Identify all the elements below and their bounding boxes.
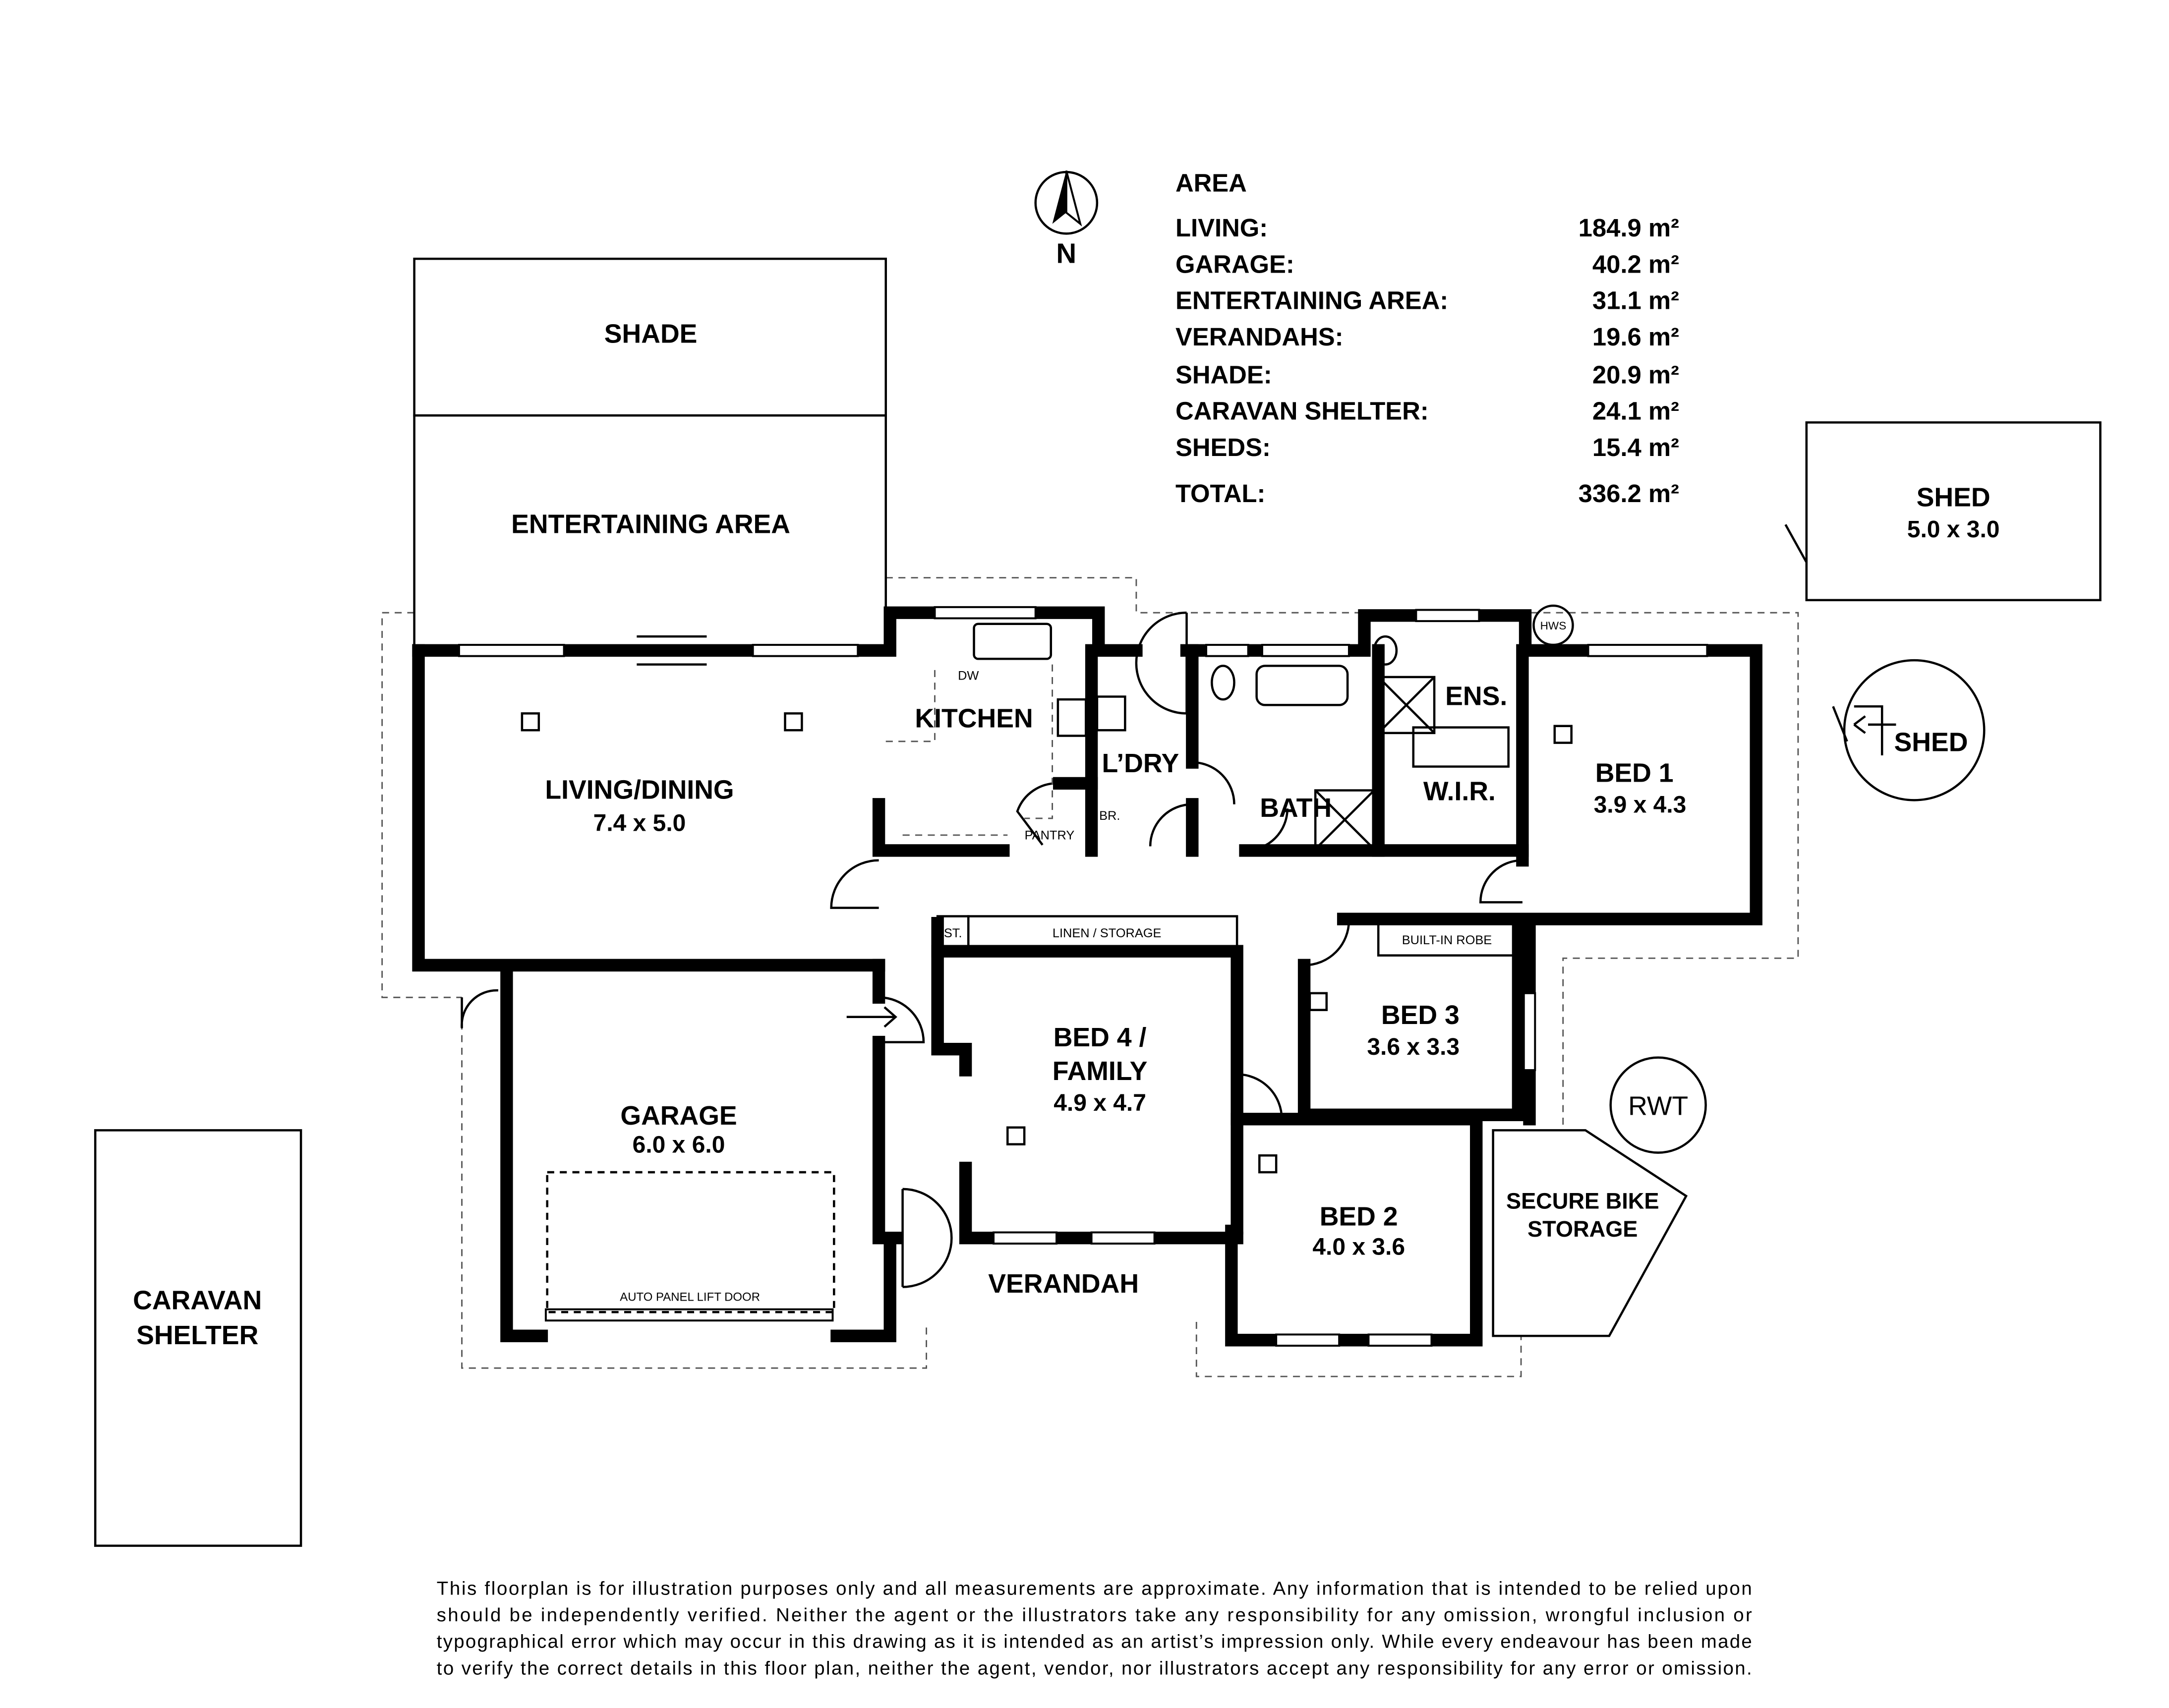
- linen-label: LINEN / STORAGE: [1053, 926, 1162, 940]
- ensuite-label: ENS.: [1445, 681, 1507, 711]
- area-value: 40.2 m²: [1592, 250, 1679, 278]
- laundry-label: L’DRY: [1102, 748, 1179, 778]
- caravan-label-1: CARAVAN: [133, 1286, 262, 1315]
- bathtub-icon: [1255, 665, 1349, 706]
- bed1-label: BED 1: [1595, 758, 1674, 788]
- area-value: 184.9 m²: [1579, 214, 1679, 242]
- round-shed-label: SHED: [1894, 728, 1968, 757]
- area-label: CARAVAN SHELTER:: [1175, 397, 1429, 425]
- bed2-label: BED 2: [1320, 1201, 1398, 1231]
- eaves-outline: [381, 577, 1799, 1377]
- bike-label-2: STORAGE: [1527, 1216, 1638, 1242]
- bed4-size: 4.9 x 4.7: [1054, 1090, 1146, 1116]
- fixtures: [546, 623, 1510, 1313]
- ceiling-light-icon: [1258, 1154, 1278, 1174]
- family-label: FAMILY: [1053, 1056, 1148, 1086]
- shed-building: [1805, 421, 2102, 602]
- robe-label: BUILT-IN ROBE: [1402, 933, 1492, 947]
- bed4-label: BED 4 /: [1054, 1023, 1147, 1052]
- area-value: 15.4 m²: [1592, 433, 1679, 461]
- kitchen-label: KITCHEN: [915, 704, 1033, 734]
- ceiling-light-icon: [784, 712, 803, 732]
- rainwater-tank: [1609, 1056, 1707, 1154]
- ceiling-lights: [521, 712, 1573, 1174]
- room-labels: LIVING/DINING 7.4 x 5.0 KITCHEN DW L’DRY…: [133, 483, 1999, 1351]
- area-value: 31.1 m²: [1592, 286, 1679, 315]
- verandah-label: VERANDAH: [988, 1269, 1139, 1299]
- bed2-size: 4.0 x 3.6: [1312, 1234, 1405, 1260]
- area-total-label: TOTAL:: [1175, 479, 1266, 508]
- disclaimer-line: This floorplan is for illustration purpo…: [437, 1578, 1752, 1599]
- shade-label: SHADE: [604, 319, 698, 348]
- bath-label: BATH: [1260, 793, 1332, 823]
- toilet-icon: [1211, 665, 1235, 701]
- north-compass-icon: N: [1034, 170, 1099, 269]
- wir-bench: [1412, 726, 1510, 768]
- disclaimer-line: should be independently verified. Neithe…: [437, 1604, 1752, 1626]
- ceiling-light-icon: [1553, 725, 1573, 744]
- store-label: ST.: [944, 926, 962, 940]
- round-shed: [1843, 659, 1986, 801]
- sink-icon: [973, 623, 1053, 660]
- disclaimer-line: typographical error which may occur in t…: [437, 1631, 1752, 1652]
- laundry-tub-icon: [1096, 695, 1126, 732]
- entertaining-label: ENTERTAINING AREA: [511, 509, 790, 539]
- walls: [412, 606, 1762, 1347]
- shower-icon: [1377, 676, 1436, 735]
- area-label: LIVING:: [1175, 214, 1268, 242]
- rwt-label: RWT: [1628, 1091, 1688, 1121]
- area-value: 20.9 m²: [1592, 360, 1679, 389]
- garage-door-label: AUTO PANEL LIFT DOOR: [620, 1291, 760, 1304]
- hws-label: HWS: [1540, 620, 1567, 632]
- area-total-value: 336.2 m²: [1579, 479, 1679, 508]
- bed3-size: 3.6 x 3.3: [1367, 1034, 1460, 1060]
- living-size: 7.4 x 5.0: [593, 810, 686, 836]
- hot-water-system: [1532, 604, 1574, 646]
- shed-size: 5.0 x 3.0: [1907, 516, 2000, 543]
- area-title: AREA: [1175, 169, 1247, 197]
- area-table: AREA LIVING: 184.9 m² GARAGE: 40.2 m² EN…: [1175, 169, 1679, 508]
- doors: [461, 611, 1523, 1288]
- area-value: 19.6 m²: [1592, 323, 1679, 351]
- dishwasher-label: DW: [958, 669, 979, 683]
- pantry-label: PANTRY: [1025, 828, 1075, 842]
- bed1-size: 3.9 x 4.3: [1594, 792, 1687, 818]
- cooktop-icon: [1056, 698, 1087, 737]
- caravan-label-2: SHELTER: [136, 1320, 258, 1350]
- area-label: ENTERTAINING AREA:: [1175, 286, 1448, 315]
- disclaimer: This floorplan is for illustration purpo…: [437, 1578, 1752, 1679]
- wir-label: W.I.R.: [1423, 776, 1496, 806]
- toilet-icon: [1373, 635, 1398, 666]
- ceiling-light-icon: [521, 712, 540, 732]
- living-label: LIVING/DINING: [545, 775, 734, 805]
- area-label: GARAGE:: [1175, 250, 1294, 278]
- broom-label: BR.: [1099, 809, 1120, 823]
- disclaimer-line: to verify the correct details in this fl…: [437, 1657, 1752, 1679]
- area-value: 24.1 m²: [1592, 397, 1679, 425]
- caravan-shelter: [94, 1129, 302, 1547]
- ceiling-light-icon: [1006, 1126, 1026, 1145]
- compass-label: N: [1056, 238, 1076, 269]
- area-label: SHADE:: [1175, 360, 1272, 389]
- bike-storage: [1492, 1129, 1688, 1337]
- windows: [458, 606, 1708, 1347]
- garage-label: GARAGE: [620, 1101, 737, 1131]
- garage-size: 6.0 x 6.0: [633, 1132, 725, 1158]
- shed-label: SHED: [1917, 483, 1991, 512]
- area-label: SHEDS:: [1175, 433, 1271, 461]
- area-label: VERANDAHS:: [1175, 323, 1344, 351]
- ceiling-light-icon: [1308, 992, 1328, 1011]
- bike-label-1: SECURE BIKE: [1506, 1188, 1659, 1213]
- bed3-label: BED 3: [1381, 1000, 1460, 1030]
